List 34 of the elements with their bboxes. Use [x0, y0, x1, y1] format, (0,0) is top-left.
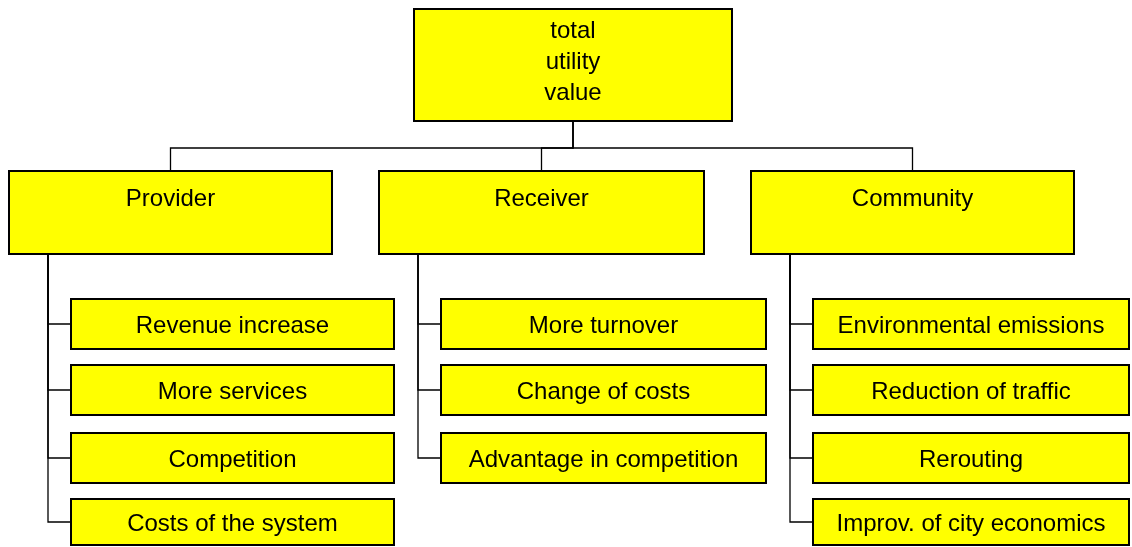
node-box: [440, 432, 767, 484]
node-label: Rerouting: [918, 443, 1024, 474]
node-box: [440, 364, 767, 416]
node-box: [70, 298, 395, 350]
node-label: Revenue increase: [135, 309, 330, 340]
node-label: Reduction of traffic: [871, 375, 1071, 406]
node-box: [750, 170, 1075, 255]
node-label: More turnover: [528, 309, 679, 340]
connector-line: [789, 254, 813, 523]
node-label: total utility value: [543, 15, 603, 107]
node-box: [70, 498, 395, 546]
connector-line: [572, 121, 914, 171]
node-box: [812, 364, 1130, 416]
connector-line: [47, 254, 71, 523]
node-box: [812, 498, 1130, 546]
node-label: Advantage in competition: [468, 443, 739, 474]
node-box: [70, 364, 395, 416]
connector-line: [417, 254, 441, 459]
node-label: Improv. of city economics: [836, 507, 1106, 538]
node-box: [440, 298, 767, 350]
node-box: [8, 170, 333, 255]
node-box: [378, 170, 705, 255]
node-label: Change of costs: [516, 375, 691, 406]
node-label: More services: [157, 375, 308, 406]
node-label: Receiver: [494, 183, 589, 213]
node-box: [812, 432, 1130, 484]
node-box: [413, 8, 733, 122]
node-box: [812, 298, 1130, 350]
node-label: Community: [851, 183, 974, 213]
node-label: Costs of the system: [127, 507, 338, 538]
node-label: Environmental emissions: [837, 309, 1105, 340]
node-label: Provider: [125, 183, 216, 213]
node-box: [70, 432, 395, 484]
node-label: Competition: [168, 443, 297, 474]
